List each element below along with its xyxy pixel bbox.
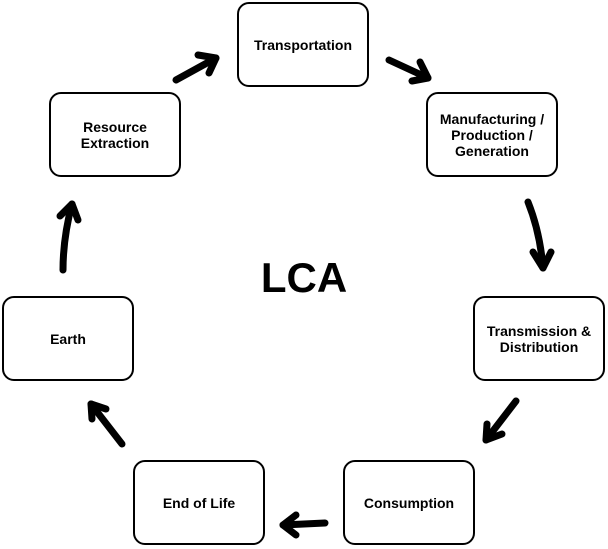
node-resource-extraction: Resource Extraction [49, 92, 181, 177]
node-transmission-distribution: Transmission & Distribution [473, 296, 605, 381]
arrow-consumption-to-eol [279, 511, 329, 539]
node-consumption: Consumption [343, 460, 475, 545]
node-earth: Earth [2, 296, 134, 381]
arrow-transmission-to-consumption [482, 397, 520, 444]
node-transportation: Transportation [237, 2, 369, 87]
arrow-eol-to-earth [87, 400, 126, 448]
arrow-earth-to-resource [56, 200, 82, 274]
arrow-transportation-to-manufacturing [385, 56, 432, 85]
arrow-manufacturing-to-transmission [524, 198, 555, 272]
node-manufacturing: Manufacturing / Production / Generation [426, 92, 558, 177]
node-end-of-life: End of Life [133, 460, 265, 545]
arrow-resource-to-transportation [172, 51, 220, 84]
center-title: LCA [260, 254, 348, 301]
